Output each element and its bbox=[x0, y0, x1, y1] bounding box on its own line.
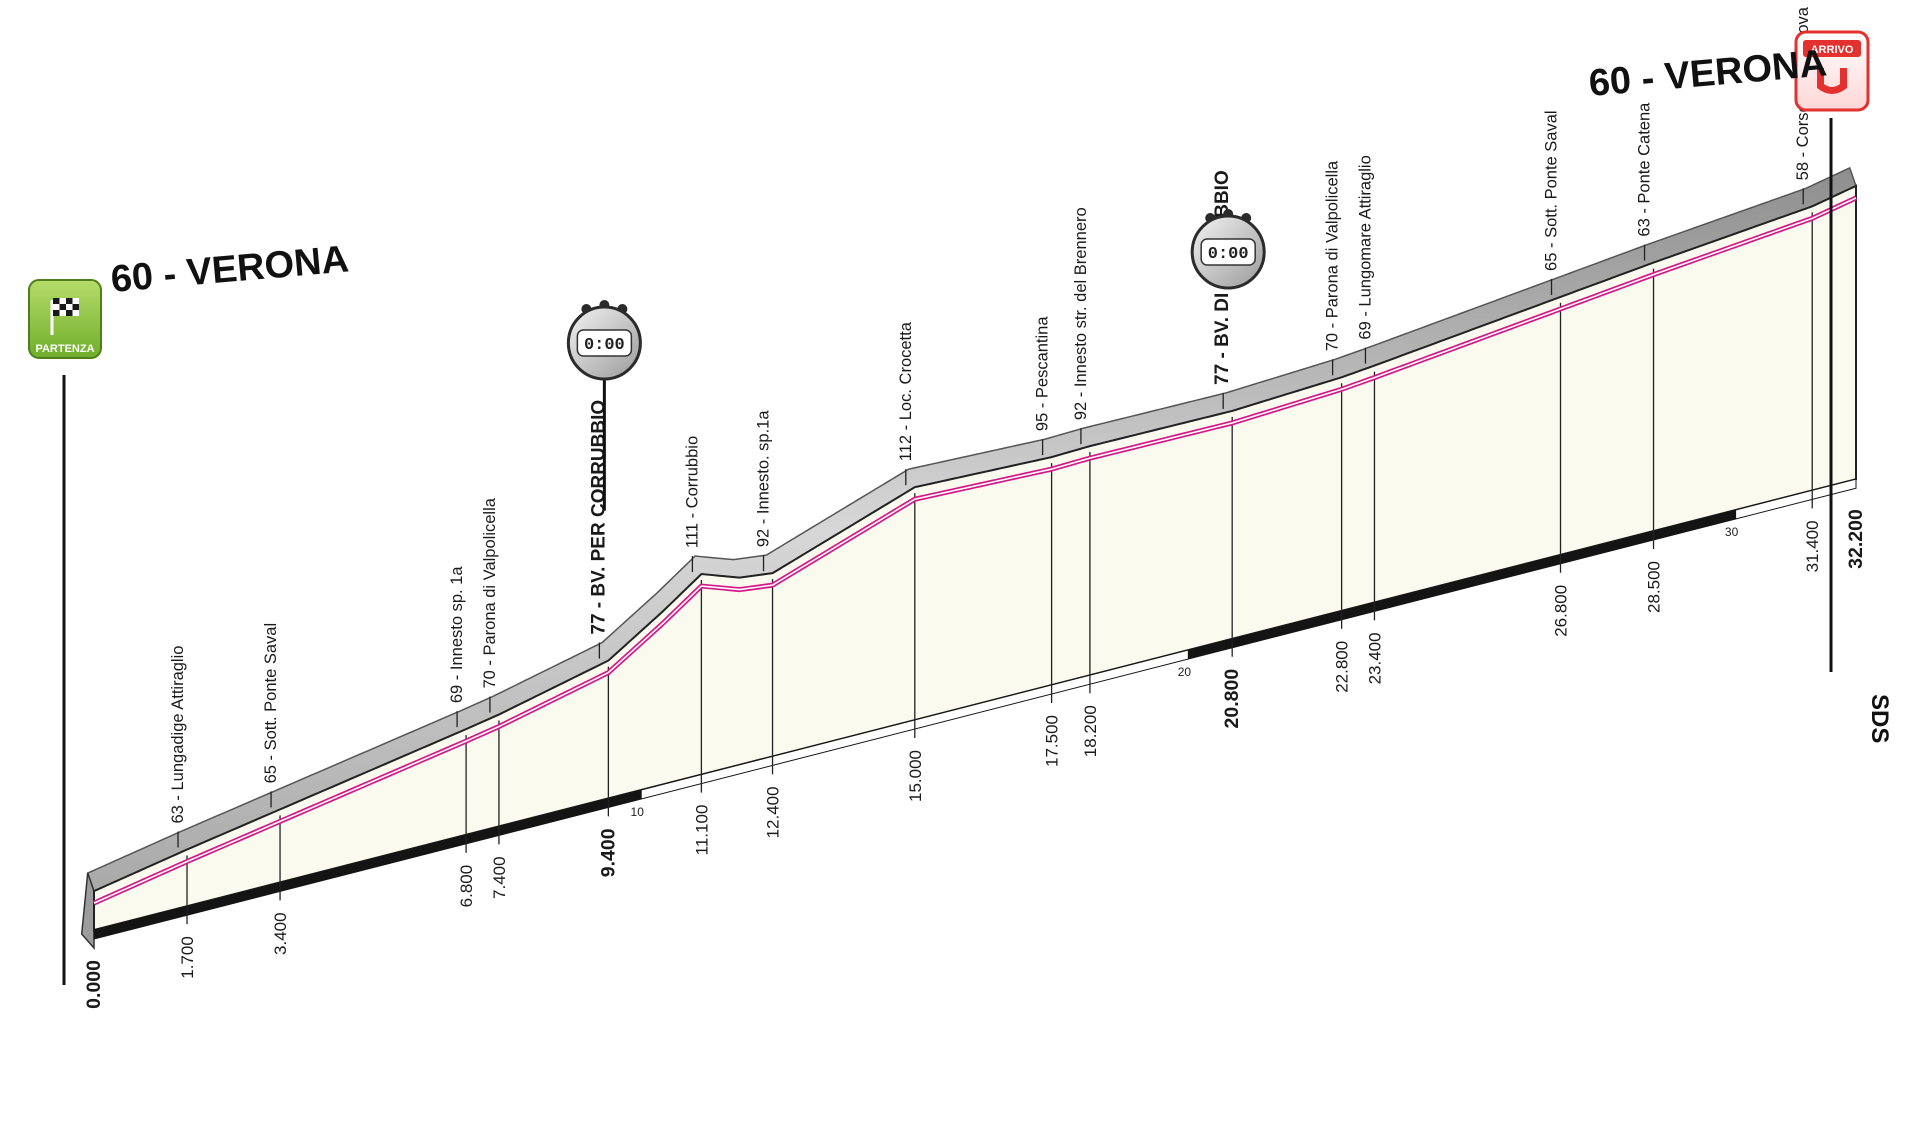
finish-badge-icon: ARRIVO bbox=[1794, 30, 1870, 112]
waypoint-label: 63 - Ponte Catena bbox=[1636, 102, 1654, 237]
profile-face-area bbox=[93, 184, 1857, 932]
scale-tick-label: 20 bbox=[1178, 665, 1192, 679]
profile-face bbox=[93, 184, 1857, 932]
km-labels: 0.000 1.700 3.400 6.800 7.400 9.400 11.100 12.4… bbox=[83, 509, 1867, 1009]
km-label: 22.800 bbox=[1333, 641, 1352, 693]
scale-bar-segment bbox=[1735, 478, 1857, 520]
sds-logo-label: SDS bbox=[1866, 694, 1893, 743]
time-checks: 0:00 0:00 bbox=[566, 209, 1266, 511]
scale-tick-label: 30 bbox=[1725, 525, 1739, 539]
km-label: 0.000 bbox=[83, 960, 105, 1009]
km-label: 18.200 bbox=[1081, 705, 1100, 757]
waypoint-label: 65 - Sott. Ponte Saval bbox=[262, 623, 280, 784]
waypoint-label: 95 - Pescantina bbox=[1034, 316, 1052, 431]
finish-badge-label: ARRIVO bbox=[1811, 44, 1854, 56]
km-label: 11.100 bbox=[692, 805, 711, 856]
km-label: 9.400 bbox=[597, 828, 619, 877]
finish-city-label: 60 - VERONA bbox=[1587, 42, 1828, 105]
stopwatch-icon: 0:00 bbox=[1190, 209, 1266, 290]
timer-label: 0:00 bbox=[1208, 245, 1249, 264]
waypoint-label: 70 - Parona di Valpolicella bbox=[1324, 160, 1342, 351]
km-label: 23.400 bbox=[1365, 632, 1384, 684]
km-marker-lines bbox=[177, 188, 1813, 925]
route-line-inner bbox=[93, 197, 1857, 904]
waypoint-label: 92 - Innesto. sp.1a bbox=[755, 410, 773, 547]
start-city-label: 60 - VERONA bbox=[109, 238, 350, 301]
waypoint-label: 69 - Innesto sp. 1a bbox=[448, 566, 466, 703]
waypoint-label: 112 - Loc. Crocetta bbox=[897, 321, 915, 461]
km-label: 28.500 bbox=[1645, 561, 1664, 613]
scale-tick-labels: 10 20 30 bbox=[631, 525, 1739, 819]
km-label: 3.400 bbox=[271, 912, 290, 955]
km-label: 7.400 bbox=[490, 856, 509, 899]
waypoint-label: 65 - Sott. Ponte Saval bbox=[1543, 110, 1561, 271]
km-label: 12.400 bbox=[764, 786, 783, 838]
waypoint-label: 111 - Corrubbio bbox=[683, 436, 701, 548]
start-badge-label: PARTENZA bbox=[35, 343, 94, 355]
waypoint-label: 63 - Lungadige Attiraglio bbox=[169, 646, 187, 824]
waypoint-label: 92 - Innesto str. del Brennero bbox=[1072, 207, 1090, 420]
km-label: 20.800 bbox=[1221, 669, 1243, 729]
waypoint-label: 70 - Parona di Valpolicella bbox=[481, 497, 499, 688]
profile-side-wall bbox=[80, 872, 95, 950]
start-badge-icon: PARTENZA bbox=[28, 279, 102, 359]
km-label: 6.800 bbox=[457, 865, 476, 908]
waypoint-label: 77 - BV. PER CORRUBBIO bbox=[588, 400, 609, 635]
km-label: 1.700 bbox=[178, 936, 197, 979]
km-label: 26.800 bbox=[1552, 585, 1571, 637]
km-label: 31.400 bbox=[1803, 520, 1822, 572]
stopwatch-icon: 0:00 bbox=[566, 300, 642, 511]
timer-label: 0:00 bbox=[584, 336, 625, 355]
km-label: 17.500 bbox=[1043, 715, 1062, 767]
scale-tick-label: 10 bbox=[631, 805, 645, 819]
route-line bbox=[92, 195, 1858, 906]
waypoint-label: 69 - Lungomare Attiraglio bbox=[1356, 155, 1374, 339]
km-label: 15.000 bbox=[906, 750, 925, 802]
km-label: 32.200 bbox=[1845, 509, 1867, 569]
